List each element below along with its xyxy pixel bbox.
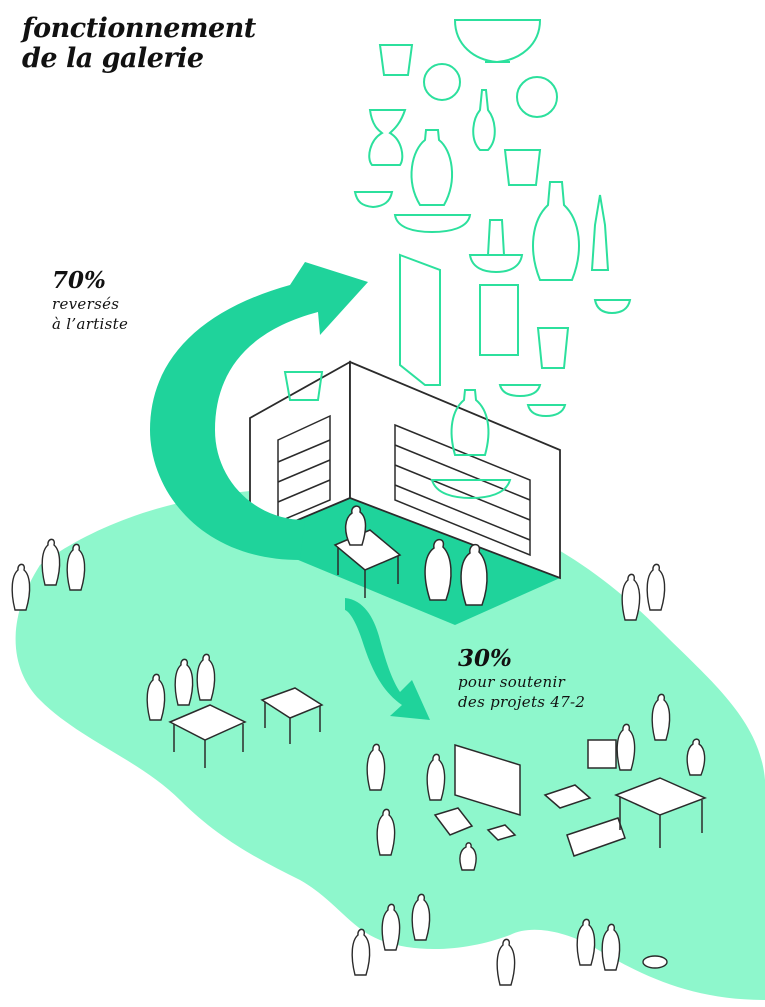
page-title: fonctionnement de la galerie	[22, 14, 256, 74]
artist-share-label: 70% reversés à l’artiste	[52, 268, 128, 334]
workshop-scene	[168, 687, 707, 857]
projects-share-percent: 30%	[458, 645, 512, 672]
artist-arrow	[150, 262, 368, 560]
room-figures	[333, 505, 488, 606]
artist-share-line-2: à l’artiste	[52, 315, 129, 333]
artist-share-line-1: reversés	[52, 295, 120, 313]
projects-arrow	[345, 598, 430, 720]
title-line-1: fonctionnement	[22, 13, 256, 44]
people	[11, 538, 706, 986]
projects-share-line-2: des projets 47-2	[458, 693, 586, 711]
shelves	[277, 414, 531, 557]
projects-share-line-1: pour soutenir	[458, 673, 566, 691]
projects-share-label: 30% pour soutenir des projets 47-2	[458, 646, 585, 712]
artist-share-percent: 70%	[52, 267, 106, 294]
ground-blob	[15, 487, 765, 1000]
title-line-2: de la galerie	[22, 43, 204, 74]
floating-objects	[283, 19, 632, 500]
